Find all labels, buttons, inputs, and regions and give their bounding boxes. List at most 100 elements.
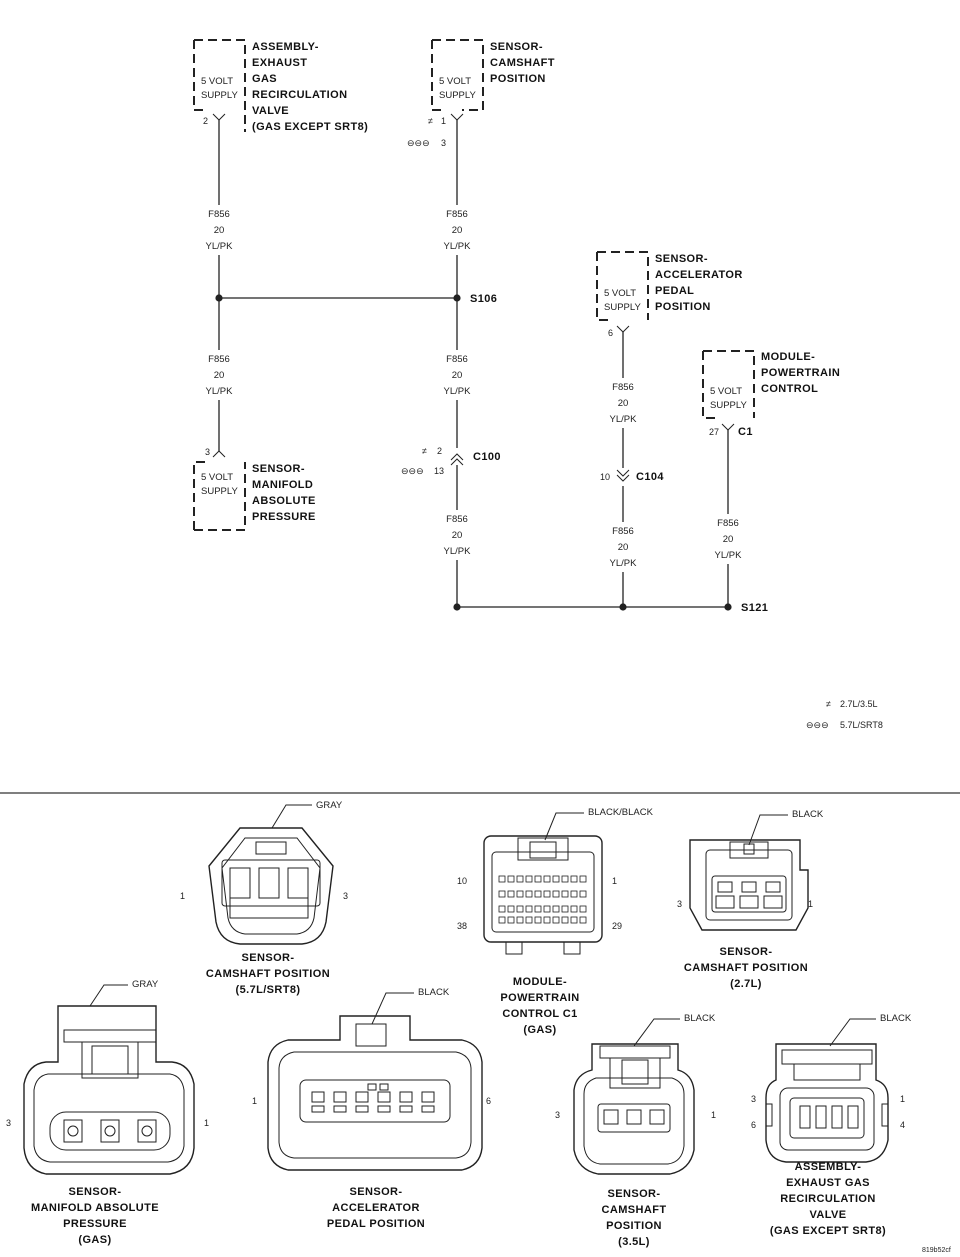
title-line-1: SENSOR- [608,1188,661,1200]
egr-supply-line2: SUPPLY [201,90,238,101]
pcm-label-1: MODULE- [761,351,815,363]
svg-text:F856: F856 [446,354,468,365]
title-line-2: CAMSHAFT [602,1204,667,1216]
c104-pin: 10 [600,472,610,482]
cam-pin-a: 1 [441,116,446,126]
map-label-3: ABSOLUTE [252,495,316,507]
svg-text:20: 20 [618,542,629,553]
color-label: BLACK/BLACK [588,807,654,818]
pin-label-right: 1 [204,1118,209,1128]
pin-label-1: 1 [612,876,617,886]
egr-supply-line1: 5 VOLT [201,76,233,87]
svg-text:F856: F856 [446,209,468,220]
svg-text:F856: F856 [208,354,230,365]
splice-s106: S106 [215,293,497,305]
svg-text:YL/PK: YL/PK [444,546,472,557]
connector-c100: ≠ 2 ⊖⊖⊖ 13 C100 [401,446,501,476]
map-terminal-icon [212,450,226,458]
egr-pin: 2 [203,116,208,126]
wire-label-c100-s121: F856 20 YL/PK [444,514,472,557]
connector-egr: BLACK 3 1 6 4 ASSEMBLY- EXHAUST GAS RECI… [751,1013,912,1237]
pcm-supply-line1: 5 VOLT [710,386,742,397]
title-line-3: RECIRCULATION [780,1193,875,1205]
egr-label-3: GAS [252,73,277,85]
color-label: BLACK [792,809,824,820]
title-line-1: SENSOR- [242,952,295,964]
pcm-label-3: CONTROL [761,383,818,395]
splice-dot [453,294,461,302]
c100-mark-b: ⊖⊖⊖ [401,466,424,476]
map-sensor-component: 5 VOLT SUPPLY SENSOR- MANIFOLD ABSOLUTE … [193,447,316,531]
cam-label-1: SENSOR- [490,41,543,53]
splice-dot [724,603,732,611]
wire-label-app: F856 20 YL/PK [610,382,638,425]
c104-inline-icon [616,469,630,482]
title-line-2: ACCELERATOR [332,1202,420,1214]
svg-text:F856: F856 [208,209,230,220]
svg-text:YL/PK: YL/PK [206,241,234,252]
wire-label-cam: F856 20 YL/PK [444,209,472,252]
color-leader [271,804,312,829]
app-label-2: ACCELERATOR [655,269,743,281]
title-line-2: CAMSHAFT POSITION [684,962,808,974]
title-line-4: (GAS) [78,1234,111,1246]
pcm-component: 5 VOLT SUPPLY MODULE- POWERTRAIN CONTROL… [702,350,840,438]
map-label-1: SENSOR- [252,463,305,475]
svg-text:YL/PK: YL/PK [444,386,472,397]
cam-pin-b: 3 [441,138,446,148]
legend-mark-2: ⊖⊖⊖ [806,720,829,730]
svg-text:F856: F856 [446,514,468,525]
cam-supply-line1: 5 VOLT [439,76,471,87]
color-label: BLACK [684,1013,716,1024]
title-line-1: MODULE- [513,976,567,988]
svg-text:F856: F856 [717,518,739,529]
egr-label-2: EXHAUST [252,57,307,69]
pin-label-right: 6 [486,1096,491,1106]
color-label: GRAY [316,800,343,811]
title-line-3: POSITION [606,1220,662,1232]
app-label-1: SENSOR- [655,253,708,265]
wire-label-c104-s121: F856 20 YL/PK [610,526,638,569]
color-leader [748,814,788,846]
pcm-pin: 27 [709,427,719,437]
c100-pin-b: 13 [434,466,444,476]
pcm-label-2: POWERTRAIN [761,367,840,379]
wire-label-map: F856 20 YL/PK [206,354,234,397]
egr-label-4: RECIRCULATION [252,89,347,101]
color-label: BLACK [418,987,450,998]
app-terminal-icon [616,325,630,333]
svg-text:20: 20 [452,370,463,381]
connector-cam-57: GRAY 1 3 SENSOR- CAMSHAFT POSITION (5.7L… [180,800,348,996]
splice-dot [619,603,627,611]
pcm-connector-name: C1 [738,426,753,438]
map-supply-line2: SUPPLY [201,486,238,497]
pin-label-left: 1 [252,1096,257,1106]
title-line-1: SENSOR- [69,1186,122,1198]
svg-text:20: 20 [452,530,463,541]
splice-dot [215,294,223,302]
pcm-pin-cavities [498,875,587,924]
pin-label-29: 29 [612,921,622,931]
pin-label-right: 1 [711,1110,716,1120]
svg-text:20: 20 [214,370,225,381]
app-label-4: POSITION [655,301,711,313]
pin-label-10: 10 [457,876,467,886]
svg-text:20: 20 [452,225,463,236]
s121-label: S121 [741,602,768,614]
pin-label-6: 6 [751,1120,756,1130]
map-label-4: PRESSURE [252,511,316,523]
map-label-2: MANIFOLD [252,479,313,491]
app-pin: 6 [608,328,613,338]
app-supply-line1: 5 VOLT [604,288,636,299]
app-supply-line2: SUPPLY [604,302,641,313]
color-leader [89,984,128,1007]
egr-label-1: ASSEMBLY- [252,41,319,53]
svg-text:YL/PK: YL/PK [715,550,743,561]
title-line-3: PEDAL POSITION [327,1218,425,1230]
title-line-3: PRESSURE [63,1218,127,1230]
pin-label-3: 3 [751,1094,756,1104]
color-leader [829,1018,876,1047]
cam-mark-a: ≠ [428,116,433,126]
pin-label-4: 4 [900,1120,905,1130]
splice-dot [453,603,461,611]
